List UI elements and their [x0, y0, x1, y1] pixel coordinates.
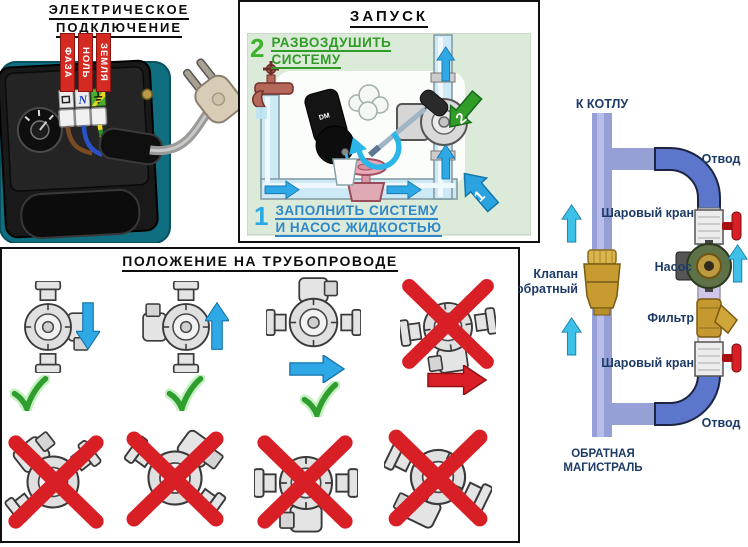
- panel-electric-connection: ЭЛЕКТРИЧЕСКОЕ ПОДКЛЮЧЕНИЕ: [0, 0, 238, 243]
- phase-wire-brown: [65, 126, 93, 156]
- pump-brand-label: DM: [318, 112, 330, 122]
- step-fill-system: 1 ЗАПОЛНИТЬ СИСТЕМУ И НАСОС ЖИДКОСТЬЮ: [254, 201, 442, 237]
- x-icon: [382, 421, 494, 533]
- flow-right-arrow: [289, 355, 345, 383]
- check-icon: [165, 375, 205, 411]
- label-filter: Фильтр: [647, 311, 694, 325]
- label-return-line-1: ОБРАТНАЯ: [571, 448, 635, 460]
- branch-bottom: [612, 403, 656, 425]
- check-icon: [300, 381, 340, 417]
- neutral-terminal-label: N: [77, 92, 89, 107]
- pump-symbol: [675, 240, 732, 292]
- outlet-bend-top: [654, 147, 721, 211]
- flow-up-arrow: [561, 317, 582, 356]
- fill-faucet: [252, 61, 294, 119]
- piping-schematic: К КОТЛУ Отвод Шаровый кран Насос Клапан …: [518, 97, 748, 474]
- neutral-wire-blue: [81, 125, 104, 157]
- screwdriver: [368, 89, 449, 158]
- ball-valve-bottom: [694, 341, 742, 377]
- label-outlet-bottom: Отвод: [702, 416, 741, 430]
- label-to-boiler: К КОТЛУ: [576, 97, 629, 111]
- unscrew-rotation-arrow: [349, 131, 402, 170]
- position-panel-title: ПОЛОЖЕНИЕ НА ТРУБОПРОВОДЕ: [2, 253, 518, 272]
- electric-title-line1: ЭЛЕКТРИЧЕСКОЕ: [48, 2, 190, 20]
- label-ball-valve-top: Шаровый кран: [601, 206, 694, 220]
- label-check-valve-1: Клапан: [533, 267, 578, 281]
- wire-strip-earth: ЗЕМЛЯ: [96, 33, 111, 92]
- step1-number: 1: [254, 201, 269, 231]
- vent-cup: [332, 158, 358, 186]
- speed-dial: [16, 106, 63, 153]
- terminal-box: N: [0, 59, 163, 240]
- step2-number: 2: [250, 33, 265, 63]
- x-icon: [250, 427, 360, 535]
- electric-panel-title: ЭЛЕКТРИЧЕСКОЕ ПОДКЛЮЧЕНИЕ: [0, 2, 238, 38]
- vent-pump: DM: [304, 88, 355, 177]
- wire-strip-phase: ФАЗА: [60, 33, 75, 92]
- x-icon: [120, 423, 230, 533]
- check-icon: [10, 375, 50, 411]
- label-return-line-2: МАГИСТРАЛЬ: [563, 462, 642, 474]
- terminal-box-photo: N: [0, 58, 238, 243]
- outlet-bend-bottom: [654, 367, 721, 426]
- power-plug: [182, 58, 238, 124]
- label-pump: Насос: [655, 260, 692, 274]
- flow-down-arrow: [76, 302, 100, 350]
- startup-panel-title: ЗАПУСК: [240, 8, 538, 28]
- terminal-clamps: [58, 106, 108, 128]
- panel-pipe-position: ПОЛОЖЕНИЕ НА ТРУБОПРОВОДЕ: [0, 247, 520, 543]
- label-ball-valve-bottom: Шаровый кран: [601, 356, 694, 370]
- wire-strip-neutral: НОЛЬ: [78, 33, 93, 92]
- earth-screw: [141, 88, 153, 101]
- branch-top: [612, 148, 656, 170]
- filter-symbol: [696, 298, 738, 338]
- capacitor: [20, 188, 141, 240]
- air-steam: [348, 84, 389, 121]
- phase-symbol: [61, 95, 71, 104]
- step2-arrow: 2: [449, 90, 483, 128]
- label-check-valve-2: обратный: [518, 282, 578, 296]
- flow-up-arrow: [561, 204, 582, 243]
- wrong-flow-arrow-red: [427, 365, 487, 395]
- earth-icon: [94, 91, 103, 104]
- check-valve-symbol: [583, 249, 621, 316]
- x-icon: [394, 271, 502, 375]
- electric-title-line2: ПОДКЛЮЧЕНИЕ: [55, 20, 183, 38]
- flow-up-arrow: [205, 302, 229, 350]
- step1-arrow: 1: [463, 172, 500, 213]
- ball-valve-top: [694, 209, 742, 245]
- startup-illustration: DM 2: [247, 33, 531, 236]
- label-outlet-top: Отвод: [702, 152, 741, 166]
- panel-startup: ЗАПУСК: [238, 0, 540, 243]
- step-bleed-air: 2 РАЗВОЗДУШИТЬ СИСТЕМУ: [250, 33, 392, 69]
- x-icon: [2, 427, 110, 535]
